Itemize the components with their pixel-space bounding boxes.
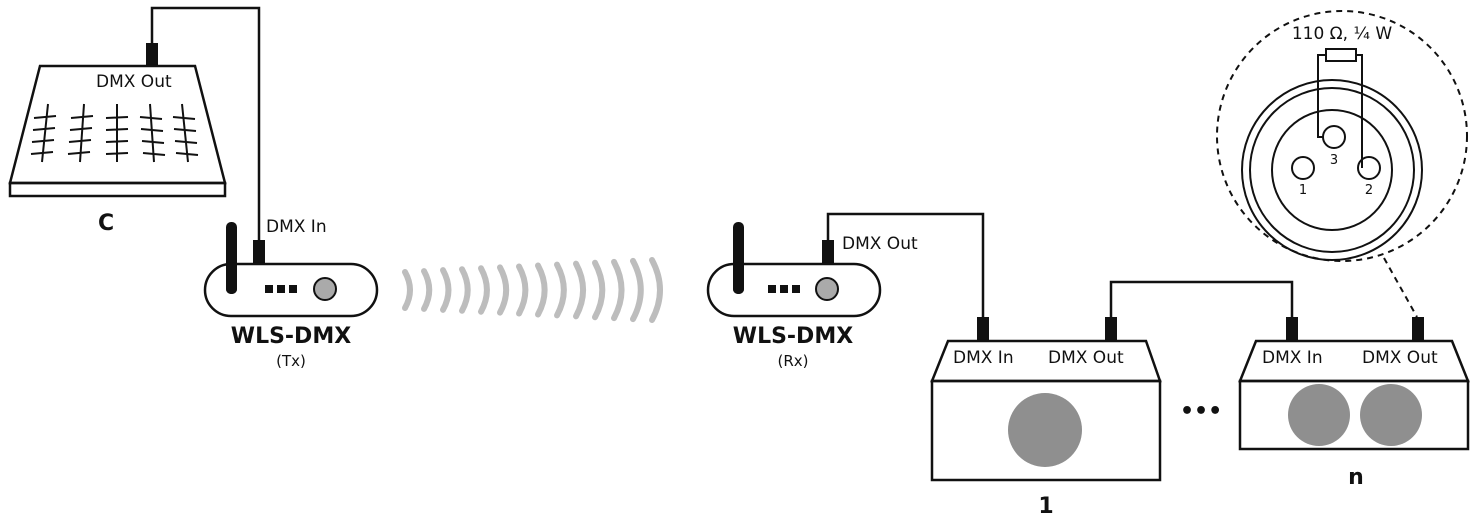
fixture-1-in-connector bbox=[977, 317, 989, 341]
wave-arc bbox=[573, 260, 587, 320]
fixture-n-lens-right bbox=[1360, 384, 1422, 446]
cable-rx-to-fixture-1 bbox=[826, 212, 985, 320]
fixture-1-body bbox=[930, 379, 1162, 482]
xlr-pin-3 bbox=[1322, 125, 1346, 149]
resistor-body bbox=[1325, 48, 1357, 62]
console-out-connector bbox=[146, 43, 158, 65]
rx-name: WLS-DMX bbox=[733, 324, 853, 349]
fixture-1-label: 1 bbox=[1038, 494, 1053, 519]
xlr-pin-2 bbox=[1357, 156, 1381, 180]
wave-arc bbox=[630, 257, 644, 323]
xlr-pin-1 bbox=[1291, 156, 1315, 180]
rx-button bbox=[815, 277, 839, 301]
wave-arc bbox=[649, 257, 663, 323]
resistor-value-label: 110 Ω, ¼ W bbox=[1292, 24, 1393, 44]
xlr-terminator-detail: 110 Ω, ¼ W 1 2 3 bbox=[1216, 10, 1468, 318]
fixture-n-label: n bbox=[1348, 465, 1364, 490]
detail-callout-line bbox=[1383, 257, 1418, 318]
detail-magnifier-circle bbox=[1216, 10, 1468, 262]
fixture-1: DMX In DMX Out 1 bbox=[930, 280, 1294, 519]
fixture-n-dmx-out-label: DMX Out bbox=[1362, 348, 1438, 368]
xlr-inner-ring bbox=[1271, 109, 1393, 231]
wave-arc bbox=[421, 268, 433, 312]
wireless-signal-waves bbox=[402, 257, 663, 323]
fixture-1-lens bbox=[1008, 393, 1082, 467]
wave-arc bbox=[440, 267, 452, 313]
xlr-middle-ring bbox=[1249, 87, 1415, 253]
tx-dmx-in-label: DMX In bbox=[266, 217, 327, 237]
wls-dmx-receiver: DMX Out WLS-DMX (Rx) bbox=[706, 212, 985, 370]
wave-arc bbox=[516, 263, 529, 317]
xlr-pin-2-label: 2 bbox=[1365, 183, 1373, 198]
fixture-n: DMX In DMX Out n bbox=[1238, 317, 1470, 490]
cable-fixture-1-to-fixture-n bbox=[1109, 280, 1294, 320]
fixture-1-out-connector bbox=[1105, 317, 1117, 341]
rx-dmx-out-label: DMX Out bbox=[842, 234, 918, 254]
wave-arc bbox=[535, 262, 548, 318]
fixture-n-out-connector bbox=[1412, 317, 1424, 341]
fixture-1-dmx-out-label: DMX Out bbox=[1048, 348, 1124, 368]
wave-arc bbox=[554, 261, 567, 319]
rx-dmx-out-connector bbox=[822, 240, 834, 264]
cable-console-to-tx bbox=[150, 6, 261, 242]
wls-dmx-transmitter: DMX In WLS-DMX (Tx) bbox=[203, 217, 379, 370]
fixture-n-lens-left bbox=[1288, 384, 1350, 446]
fixture-n-body bbox=[1238, 379, 1470, 451]
wave-arc bbox=[402, 269, 413, 311]
rx-status-leds bbox=[768, 285, 800, 293]
tx-dmx-in-connector bbox=[253, 240, 265, 264]
fixture-n-in-connector bbox=[1286, 317, 1298, 341]
fixture-1-dmx-in-label: DMX In bbox=[953, 348, 1014, 368]
tx-mode: (Tx) bbox=[276, 352, 306, 370]
tx-name: WLS-DMX bbox=[231, 324, 351, 349]
tx-button bbox=[313, 277, 337, 301]
tx-antenna-front bbox=[226, 262, 237, 294]
rx-mode: (Rx) bbox=[777, 352, 808, 370]
rx-antenna-front bbox=[733, 262, 744, 294]
rx-body bbox=[706, 262, 882, 318]
wave-arc bbox=[497, 264, 510, 316]
xlr-outer-ring bbox=[1241, 79, 1423, 261]
xlr-pin-1-label: 1 bbox=[1299, 183, 1307, 198]
wave-arc bbox=[592, 259, 606, 321]
console-dmx-out-label: DMX Out bbox=[96, 72, 172, 92]
wave-arc bbox=[459, 266, 471, 314]
resistor-lead-right bbox=[1356, 54, 1363, 168]
more-fixtures-ellipsis: ••• bbox=[1180, 399, 1222, 424]
console-base bbox=[8, 181, 227, 198]
console-label: C bbox=[98, 211, 114, 236]
wave-arc bbox=[478, 265, 490, 315]
xlr-pin-3-label: 3 bbox=[1330, 153, 1338, 168]
wave-arc bbox=[611, 258, 625, 322]
tx-status-leds bbox=[265, 285, 297, 293]
fixture-n-dmx-in-label: DMX In bbox=[1262, 348, 1323, 368]
tx-body bbox=[203, 262, 379, 318]
resistor-lead-left bbox=[1317, 54, 1326, 138]
console-faders bbox=[30, 103, 199, 163]
lighting-console: DMX Out C bbox=[8, 6, 261, 242]
